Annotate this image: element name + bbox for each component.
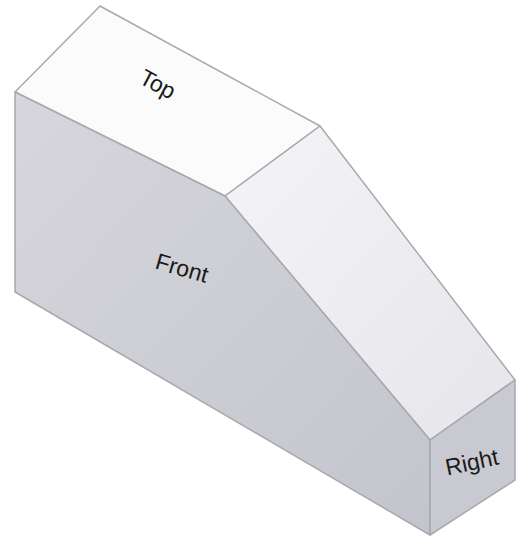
right-face <box>430 380 515 535</box>
front-face <box>15 92 430 535</box>
